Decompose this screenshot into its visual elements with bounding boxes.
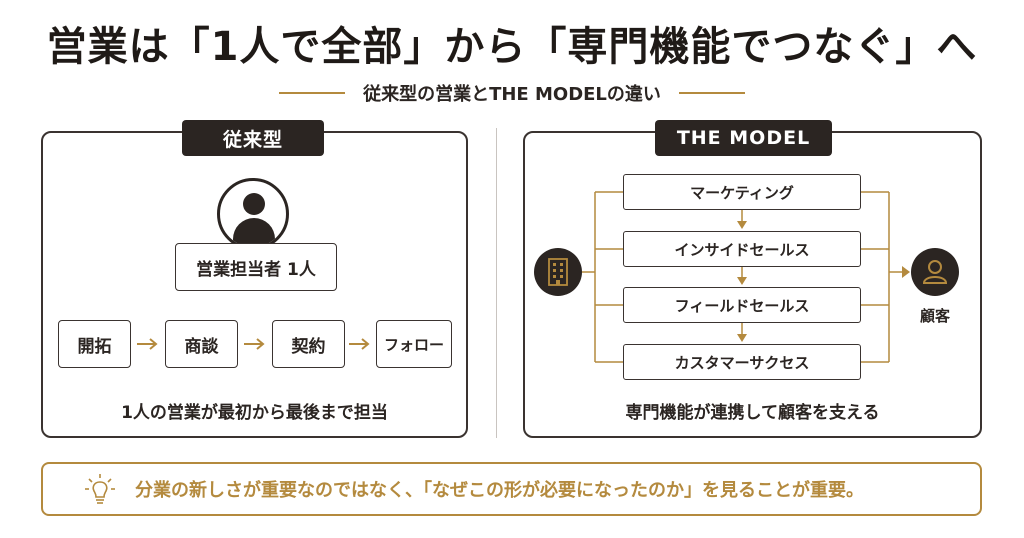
arrow-right-icon [244,338,265,350]
page-title: 営業は「1人で全部」から「専門機能でつなぐ」へ [46,24,978,70]
subtitle-rule-left [279,92,346,94]
subtitle: 従来型の営業とTHE MODELの違い [363,84,661,105]
flow-customer-success: カスタマーサクセス [623,344,861,380]
subtitle-row: 従来型の営業とTHE MODELの違い [0,80,1024,106]
step-contract: 契約 [272,320,345,368]
flow-inside-sales: インサイドセールス [623,231,861,267]
building-icon [534,248,582,296]
key-insight-callout: 分業の新しさが重要なのではなく、「なぜこの形が必要になったのか」を見ることが重要… [41,462,982,516]
traditional-panel: 従来型 営業担当者 1人 開拓 商談 契約 フォロー 1人の営業が最初から最後ま… [41,120,468,438]
the-model-caption: 専門機能が連携して顧客を支える [625,403,880,423]
lightbulb-icon [85,474,115,504]
arrow-right-icon [137,338,158,350]
traditional-caption: 1人の営業が最初から最後まで担当 [121,403,388,423]
arrow-right-icon [349,338,370,350]
person-label: 営業担当者 1人 [175,243,337,291]
subtitle-rule-right [678,92,745,94]
traditional-tag: 従来型 [182,120,324,156]
the-model-panel: THE MODEL [523,120,982,438]
step-follow-up: フォロー [376,320,452,368]
callout-text: 分業の新しさが重要なのではなく、「なぜこの形が必要になったのか」を見ることが重要… [135,480,864,501]
flow-field-sales: フィールドセールス [623,287,861,323]
panel-divider [496,128,497,438]
step-negotiation: 商談 [165,320,238,368]
the-model-tag: THE MODEL [655,120,832,156]
step-prospecting: 開拓 [58,320,131,368]
customer-icon [911,248,959,296]
flow-connectors [582,191,910,363]
customer-label: 顧客 [919,307,950,325]
person-icon [217,178,289,250]
flow-marketing: マーケティング [623,174,861,210]
